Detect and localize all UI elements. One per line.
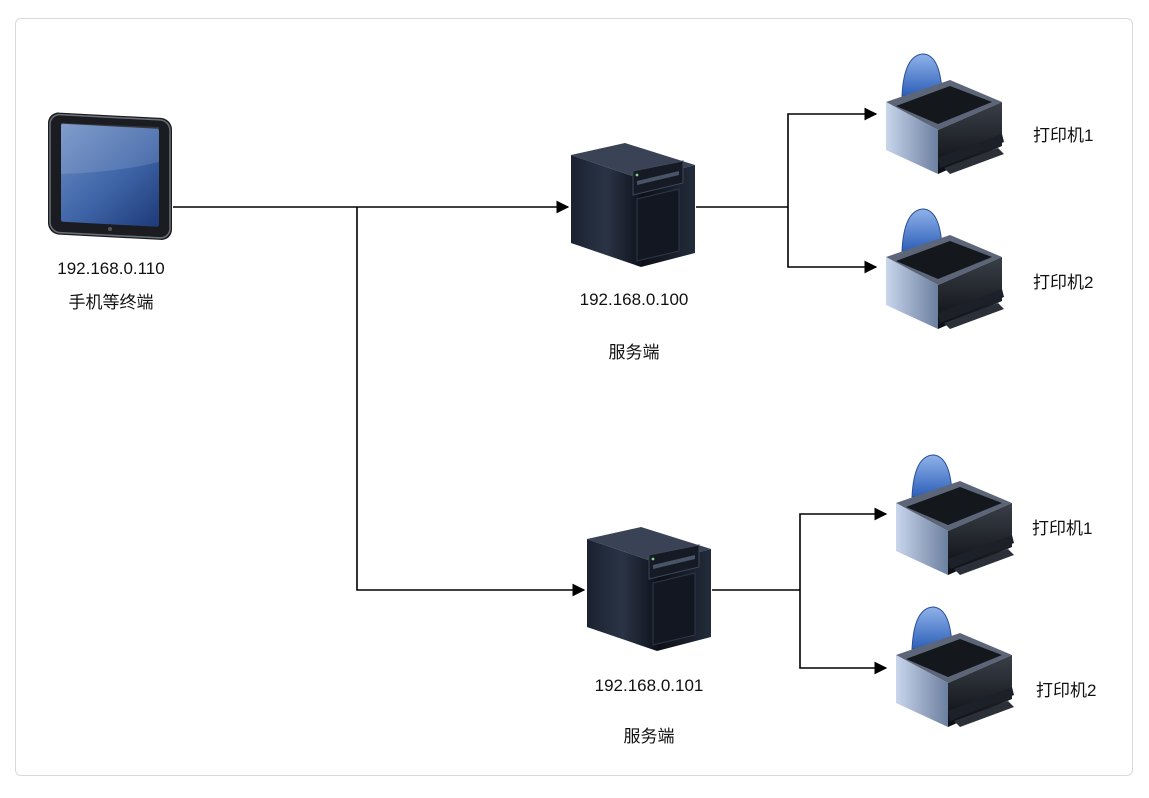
link-server2-printer1 — [799, 507, 888, 590]
server-1-ip-label: 192.168.0.100 — [579, 290, 689, 309]
link-server2-printer2 — [799, 590, 888, 675]
link-server1-printer2 — [787, 207, 878, 274]
printer-icon — [886, 208, 1004, 329]
link-bus-server-2 — [356, 207, 586, 597]
link-server1-printer1 — [787, 107, 878, 207]
server-1-name-label: 服务端 — [608, 343, 660, 362]
server-tower-icon — [587, 527, 711, 651]
printer-icon — [886, 53, 1004, 174]
server-1-printer-2-label: 打印机2 — [1033, 273, 1094, 292]
client-name-label: 手机等终端 — [68, 293, 154, 312]
server-tower-icon — [571, 143, 695, 267]
tablet-icon — [48, 112, 172, 240]
connectors — [173, 107, 888, 675]
server-2-printer-2-label: 打印机2 — [1036, 681, 1097, 700]
server-2-printer-1-label: 打印机1 — [1032, 519, 1093, 538]
client-ip-label: 192.168.0.110 — [57, 259, 165, 278]
server-2-ip-label: 192.168.0.101 — [594, 676, 704, 695]
server-2-name-label: 服务端 — [623, 727, 675, 746]
printer-icon — [896, 454, 1014, 575]
printer-icon — [896, 606, 1014, 727]
server-1-printer-1-label: 打印机1 — [1033, 126, 1094, 145]
